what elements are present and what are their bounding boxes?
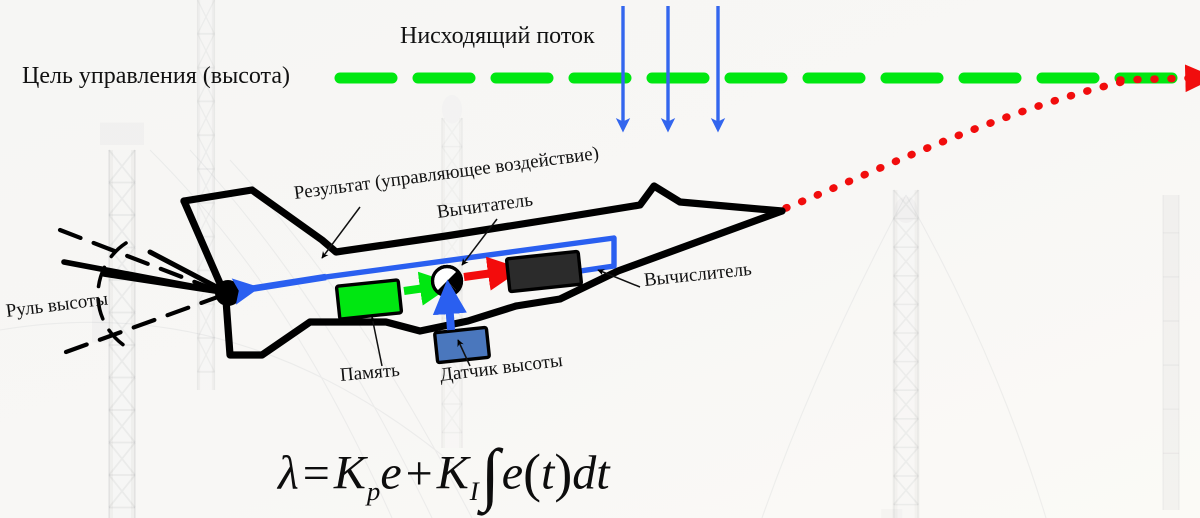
formula-plus: + [405,446,433,500]
formula-ki: K [436,446,469,500]
memory-block [334,278,404,321]
formula-paren-close: ) [554,442,573,503]
label-memory: Память [339,359,401,386]
formula-e1: e [380,446,402,500]
error-signal-arrow [463,272,500,277]
formula-paren-open: ( [523,442,541,503]
sensor-output-arrow [449,302,451,331]
label-downdraft: Нисходящий поток [400,23,595,49]
formula-kp: K [333,446,366,500]
altitude-sensor-block [433,325,491,365]
control-signal-arrow [231,273,327,305]
control-signal-path [322,235,617,281]
label-control-target: Цель управления (высота) [22,63,290,89]
annotation-leaders [321,206,641,367]
summing-junction-icon [430,264,464,298]
formula-t: t [540,446,555,500]
formula-ki-sub: I [469,475,479,506]
memory-output-arrow [403,287,432,291]
downdraft-arrows [615,6,726,133]
formula-lambda: λ [278,446,299,500]
computer-block [504,249,584,294]
hinge-point-icon [215,280,241,306]
formula-dt: dt [572,446,610,500]
recovery-trajectory [782,64,1200,212]
aircraft-outline-icon [61,182,786,359]
formula-integral: ∫ [480,436,500,513]
formula-equals: = [302,446,330,500]
formula-kp-sub: p [366,475,381,506]
pid-formula: λ=Kpe+KI∫e(t)dt [278,440,610,510]
elevator-deflection-range [57,227,229,355]
formula-e2: e [501,446,524,500]
